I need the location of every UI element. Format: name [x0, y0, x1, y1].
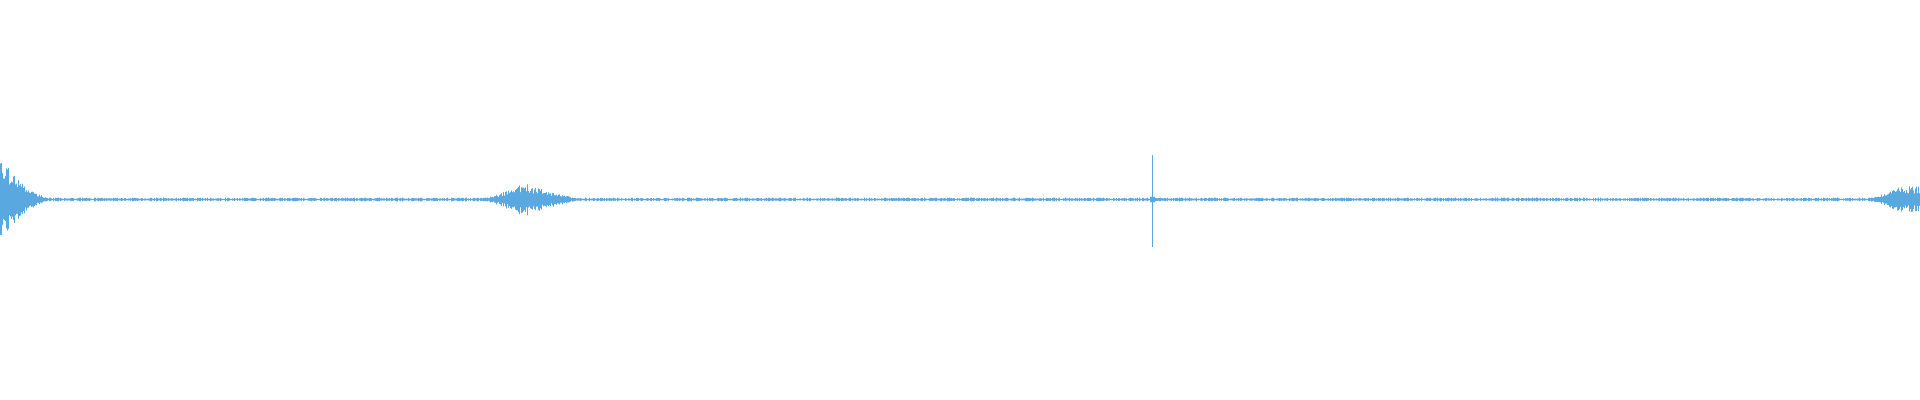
waveform-trace: [0, 155, 1920, 248]
waveform-samples: [0, 155, 1920, 248]
